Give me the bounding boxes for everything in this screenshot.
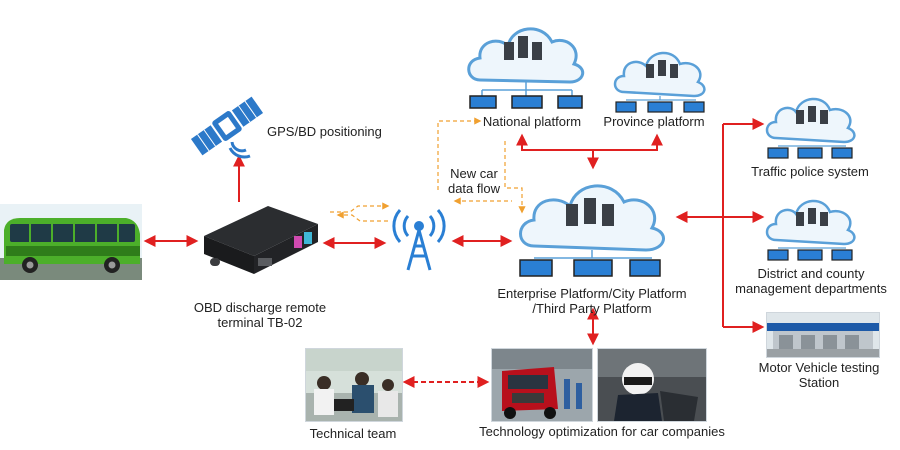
bus-photo	[0, 204, 142, 280]
arrow-national-province	[516, 133, 663, 151]
technical-team-label: Technical team	[309, 426, 397, 441]
motor-vehicle-label: Motor Vehicle testing Station	[744, 360, 894, 390]
district-line2: management departments	[735, 281, 887, 296]
new-car-line1: New car	[450, 166, 498, 181]
cloud-server-icon	[610, 42, 710, 114]
truck-photo	[491, 348, 593, 422]
obd-tower-flow-2	[336, 211, 388, 222]
new-car-data-flow-label: New car data flow	[440, 166, 508, 196]
car-test-photo	[597, 348, 707, 422]
national-platform-label: National platform	[482, 114, 582, 129]
new-car-line2: data flow	[447, 181, 501, 196]
cloud-server-icon	[762, 90, 858, 160]
district-county-label: District and county management departmen…	[724, 266, 898, 296]
motor-vehicle-station-photo	[766, 312, 880, 358]
cloud-server-icon	[462, 12, 590, 110]
district-line1: District and county	[757, 266, 865, 281]
enterprise-platform-label: Enterprise Platform/City Platform /Third…	[474, 286, 710, 316]
satellite-icon	[188, 90, 266, 162]
signal-tower-icon	[386, 208, 452, 272]
motor-line1: Motor Vehicle testing	[758, 360, 880, 375]
gps-label: GPS/BD positioning	[267, 124, 382, 139]
technical-team-photo	[305, 348, 403, 422]
newcar-flow-to-national	[437, 117, 482, 190]
cloud-server-icon	[762, 192, 858, 264]
obd-label-line2: terminal TB-02	[217, 315, 303, 330]
tech-optimization-label: Technology optimization for car companie…	[479, 424, 725, 439]
province-platform-label: Province platform	[603, 114, 705, 129]
newcar-flow-up	[504, 138, 526, 214]
traffic-police-label: Traffic police system	[751, 164, 869, 179]
cloud-server-icon	[512, 170, 672, 278]
obd-label: OBD discharge remote terminal TB-02	[172, 300, 348, 330]
obd-label-line1: OBD discharge remote	[193, 300, 327, 315]
enterprise-line2: /Third Party Platform	[532, 301, 652, 316]
obd-device-icon	[198, 200, 323, 282]
enterprise-line1: Enterprise Platform/City Platform	[497, 286, 687, 301]
obd-tower-flow-1	[330, 202, 390, 213]
motor-line2: Station	[798, 375, 840, 390]
